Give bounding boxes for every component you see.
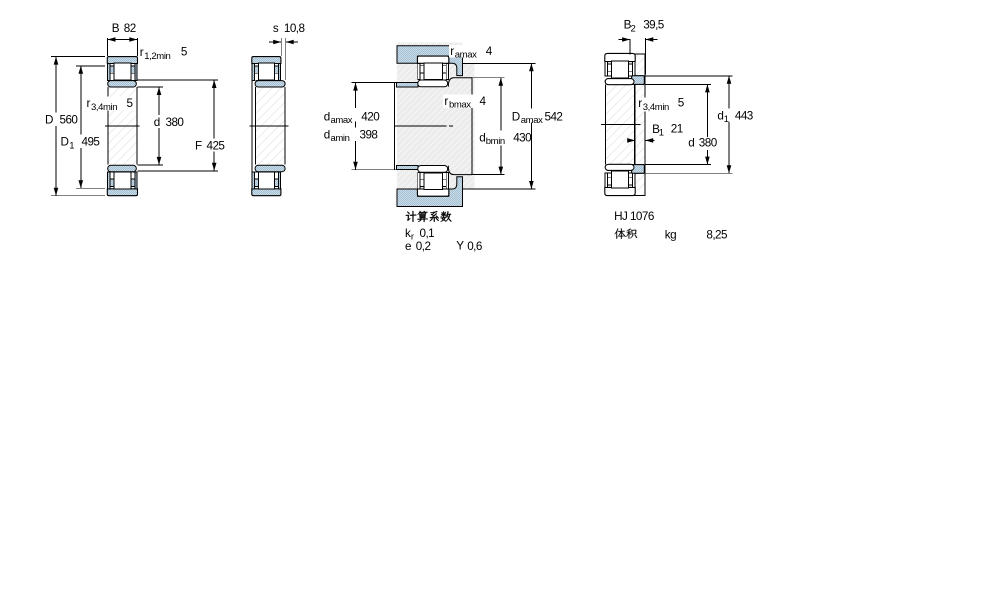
svg-text:D: D [512,111,520,124]
svg-text:5: 5 [678,97,685,110]
svg-text:s: s [273,22,279,35]
svg-text:1: 1 [69,140,74,151]
svg-text:8,25: 8,25 [706,228,728,241]
svg-text:10,8: 10,8 [284,22,305,35]
svg-text:F: F [195,140,202,153]
svg-text:r: r [444,95,448,108]
svg-text:r: r [450,45,454,58]
svg-text:k: k [405,227,411,240]
svg-text:0,6: 0,6 [467,240,482,253]
svg-text:d: d [688,136,694,149]
svg-text:21: 21 [671,123,683,136]
svg-text:420: 420 [361,110,380,123]
svg-text:425: 425 [207,140,226,153]
svg-text:D: D [45,114,53,127]
svg-text:amax: amax [521,115,543,126]
svg-text:380: 380 [166,116,185,129]
svg-text:d: d [154,116,160,129]
svg-text:r: r [638,97,642,110]
svg-text:r: r [140,46,144,59]
svg-text:bmin: bmin [486,136,505,147]
svg-text:r: r [87,97,91,110]
svg-text:B: B [624,19,632,32]
svg-text:0,2: 0,2 [416,240,431,253]
svg-text:d: d [324,110,330,123]
svg-text:B: B [652,123,660,136]
svg-text:380: 380 [699,136,718,149]
svg-text:1: 1 [724,114,729,125]
svg-text:e: e [405,240,411,253]
svg-text:d: d [324,129,330,142]
svg-text:542: 542 [545,111,563,124]
svg-text:2: 2 [631,23,636,34]
svg-text:1,2min: 1,2min [144,51,170,62]
svg-text:amin: amin [331,133,350,144]
svg-text:bmax: bmax [449,100,471,111]
svg-text:3,4min: 3,4min [643,102,669,113]
svg-text:398: 398 [360,129,378,142]
svg-text:kg: kg [665,228,676,241]
svg-text:d: d [479,132,485,145]
svg-text:39,5: 39,5 [643,19,665,32]
svg-text:amax: amax [455,50,477,61]
svg-text:443: 443 [735,109,753,122]
svg-text:1: 1 [659,128,664,139]
svg-text:4: 4 [480,95,487,108]
svg-text:3,4min: 3,4min [91,102,117,113]
svg-text:D: D [61,136,69,149]
svg-text:495: 495 [82,136,101,149]
svg-text:4: 4 [486,45,493,58]
svg-text:430: 430 [513,132,532,145]
svg-text:0,1: 0,1 [420,227,435,240]
svg-text:HJ 1076: HJ 1076 [614,210,654,223]
svg-text:82: 82 [124,22,136,35]
svg-text:5: 5 [181,46,188,59]
svg-text:Y: Y [456,240,464,253]
svg-text:560: 560 [60,114,79,127]
svg-text:d: d [717,109,723,122]
svg-text:5: 5 [127,97,134,110]
svg-text:B: B [112,22,120,35]
svg-text:amax: amax [331,115,353,126]
svg-text:r: r [411,232,414,243]
